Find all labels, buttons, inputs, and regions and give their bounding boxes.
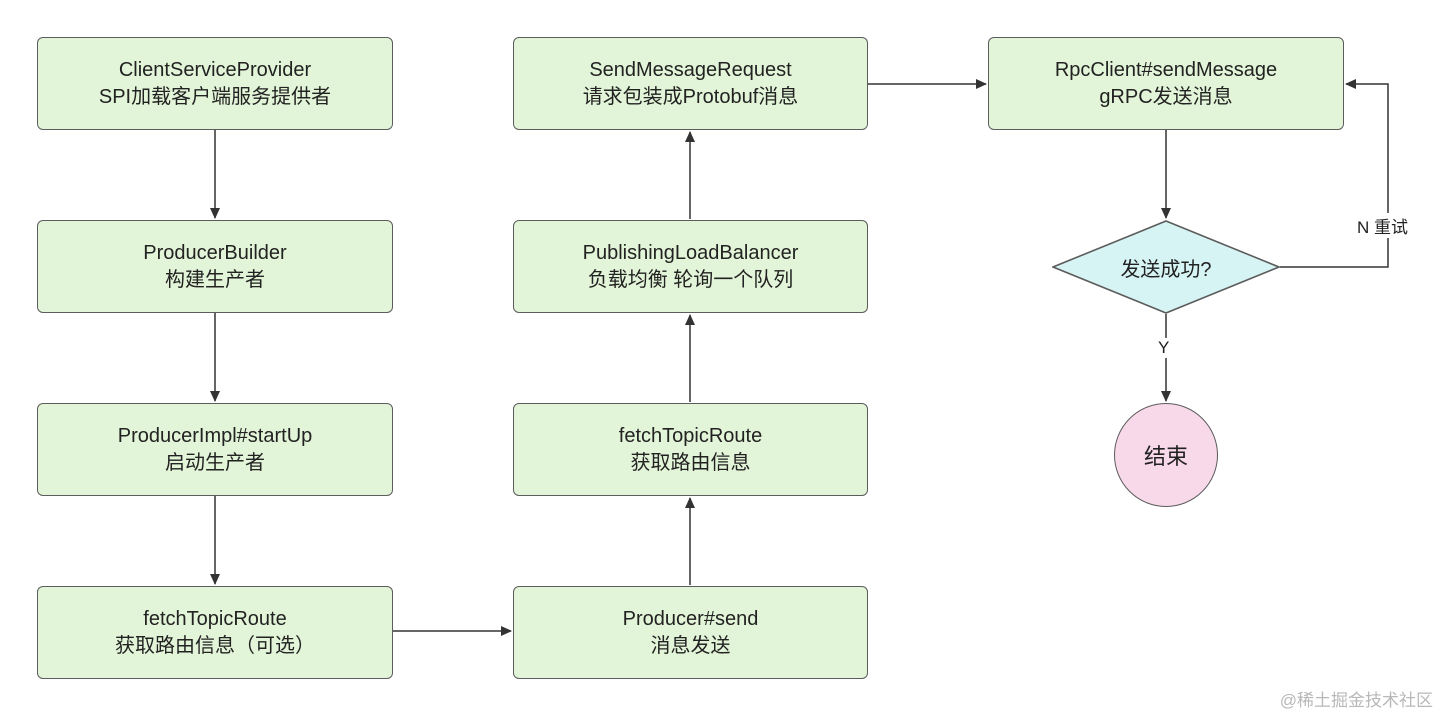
send-message-request-node: SendMessageRequest 请求包装成Protobuf消息 <box>513 37 868 130</box>
node-subtitle: 启动生产者 <box>165 451 265 474</box>
node-title: fetchTopicRoute <box>618 424 763 447</box>
node-title: Producer#send <box>622 607 759 630</box>
arrow-decision-retry <box>1280 79 1389 268</box>
node-title: ClientServiceProvider <box>118 58 312 81</box>
node-subtitle: 获取路由信息 <box>630 451 751 474</box>
retry-edge-label: N 重试 <box>1354 213 1411 238</box>
end-node: 结束 <box>1114 403 1218 507</box>
decision-label: 发送成功? <box>1120 258 1212 281</box>
node-title: fetchTopicRoute <box>143 607 287 630</box>
client-service-provider-node: ClientServiceProvider SPI加载客户端服务提供者 <box>37 37 393 130</box>
node-subtitle: 获取路由信息（可选） <box>115 634 315 657</box>
producer-builder-node: ProducerBuilder 构建生产者 <box>37 220 393 313</box>
fetch-topic-route-node: fetchTopicRoute 获取路由信息 <box>513 403 868 496</box>
node-subtitle: gRPC发送消息 <box>1099 85 1233 108</box>
node-title: SendMessageRequest <box>589 58 792 81</box>
decision-diamond-shape <box>1052 220 1280 314</box>
watermark: @稀土掘金技术社区 <box>1279 691 1433 710</box>
node-subtitle: 负载均衡 轮询一个队列 <box>587 268 794 291</box>
yes-edge-label: Y <box>1155 338 1173 358</box>
node-subtitle: 请求包装成Protobuf消息 <box>582 85 799 108</box>
publishing-load-balancer-node: PublishingLoadBalancer 负载均衡 轮询一个队列 <box>513 220 868 313</box>
node-title: PublishingLoadBalancer <box>582 241 799 264</box>
node-title: ProducerBuilder <box>143 241 287 264</box>
rpc-client-send-message-node: RpcClient#sendMessage gRPC发送消息 <box>988 37 1344 130</box>
node-title: ProducerImpl#startUp <box>117 424 313 447</box>
node-title: RpcClient#sendMessage <box>1054 58 1278 81</box>
node-subtitle: 消息发送 <box>650 634 731 657</box>
node-subtitle: SPI加载客户端服务提供者 <box>98 85 332 108</box>
end-label: 结束 <box>1143 444 1188 469</box>
fetch-topic-route-optional-node: fetchTopicRoute 获取路由信息（可选） <box>37 586 393 679</box>
producer-impl-startup-node: ProducerImpl#startUp 启动生产者 <box>37 403 393 496</box>
node-subtitle: 构建生产者 <box>165 268 265 291</box>
producer-send-node: Producer#send 消息发送 <box>513 586 868 679</box>
send-success-decision: 发送成功? <box>1052 220 1280 314</box>
